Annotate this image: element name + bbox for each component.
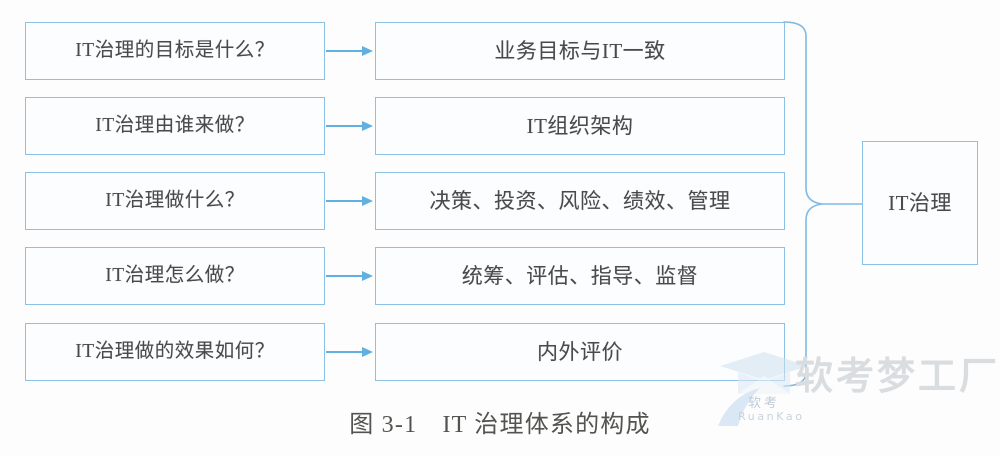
brace-connector-icon bbox=[783, 21, 863, 387]
question-box-5[interactable]: IT治理做的效果如何？ bbox=[25, 323, 325, 381]
arrow-head bbox=[362, 271, 373, 281]
answer-label-2: IT组织架构 bbox=[526, 113, 634, 138]
arrow-shaft bbox=[326, 200, 364, 202]
question-label-3: IT治理做什么？ bbox=[105, 190, 245, 212]
arrow-icon-1 bbox=[326, 46, 374, 56]
answer-label-3: 决策、投资、风险、绩效、管理 bbox=[429, 188, 731, 213]
answer-box-4[interactable]: 统筹、评估、指导、监督 bbox=[375, 247, 785, 305]
arrow-head bbox=[362, 196, 373, 206]
question-label-5: IT治理做的效果如何？ bbox=[75, 341, 275, 363]
answer-label-4: 统筹、评估、指导、监督 bbox=[461, 263, 699, 288]
question-box-4[interactable]: IT治理怎么做？ bbox=[25, 247, 325, 305]
question-label-1: IT治理的目标是什么？ bbox=[75, 40, 275, 62]
answer-box-5[interactable]: 内外评价 bbox=[375, 323, 785, 381]
answer-box-3[interactable]: 决策、投资、风险、绩效、管理 bbox=[375, 172, 785, 230]
answer-label-1: 业务目标与IT一致 bbox=[494, 38, 666, 63]
question-box-1[interactable]: IT治理的目标是什么？ bbox=[25, 22, 325, 80]
arrow-icon-4 bbox=[326, 271, 374, 281]
arrow-shaft bbox=[326, 125, 364, 127]
summary-node-it-governance[interactable]: IT治理 bbox=[862, 141, 978, 265]
arrow-icon-2 bbox=[326, 121, 374, 131]
question-box-2[interactable]: IT治理由谁来做？ bbox=[25, 97, 325, 155]
answer-box-1[interactable]: 业务目标与IT一致 bbox=[375, 22, 785, 80]
watermark-main-text: 软考梦工厂 bbox=[795, 354, 1000, 398]
answer-label-5: 内外评价 bbox=[537, 339, 623, 364]
arrow-head bbox=[362, 46, 373, 56]
arrow-head bbox=[362, 121, 373, 131]
arrow-head bbox=[362, 347, 373, 357]
answer-box-2[interactable]: IT组织架构 bbox=[375, 97, 785, 155]
figure-caption: 图 3-1 IT 治理体系的构成 bbox=[349, 412, 651, 438]
arrow-shaft bbox=[326, 50, 364, 52]
question-box-3[interactable]: IT治理做什么？ bbox=[25, 172, 325, 230]
summary-node-label: IT治理 bbox=[888, 190, 952, 215]
arrow-shaft bbox=[326, 351, 364, 353]
arrow-icon-3 bbox=[326, 196, 374, 206]
question-label-2: IT治理由谁来做？ bbox=[95, 115, 255, 137]
question-label-4: IT治理怎么做？ bbox=[105, 265, 245, 287]
arrow-icon-5 bbox=[326, 347, 374, 357]
arrow-shaft bbox=[326, 275, 364, 277]
